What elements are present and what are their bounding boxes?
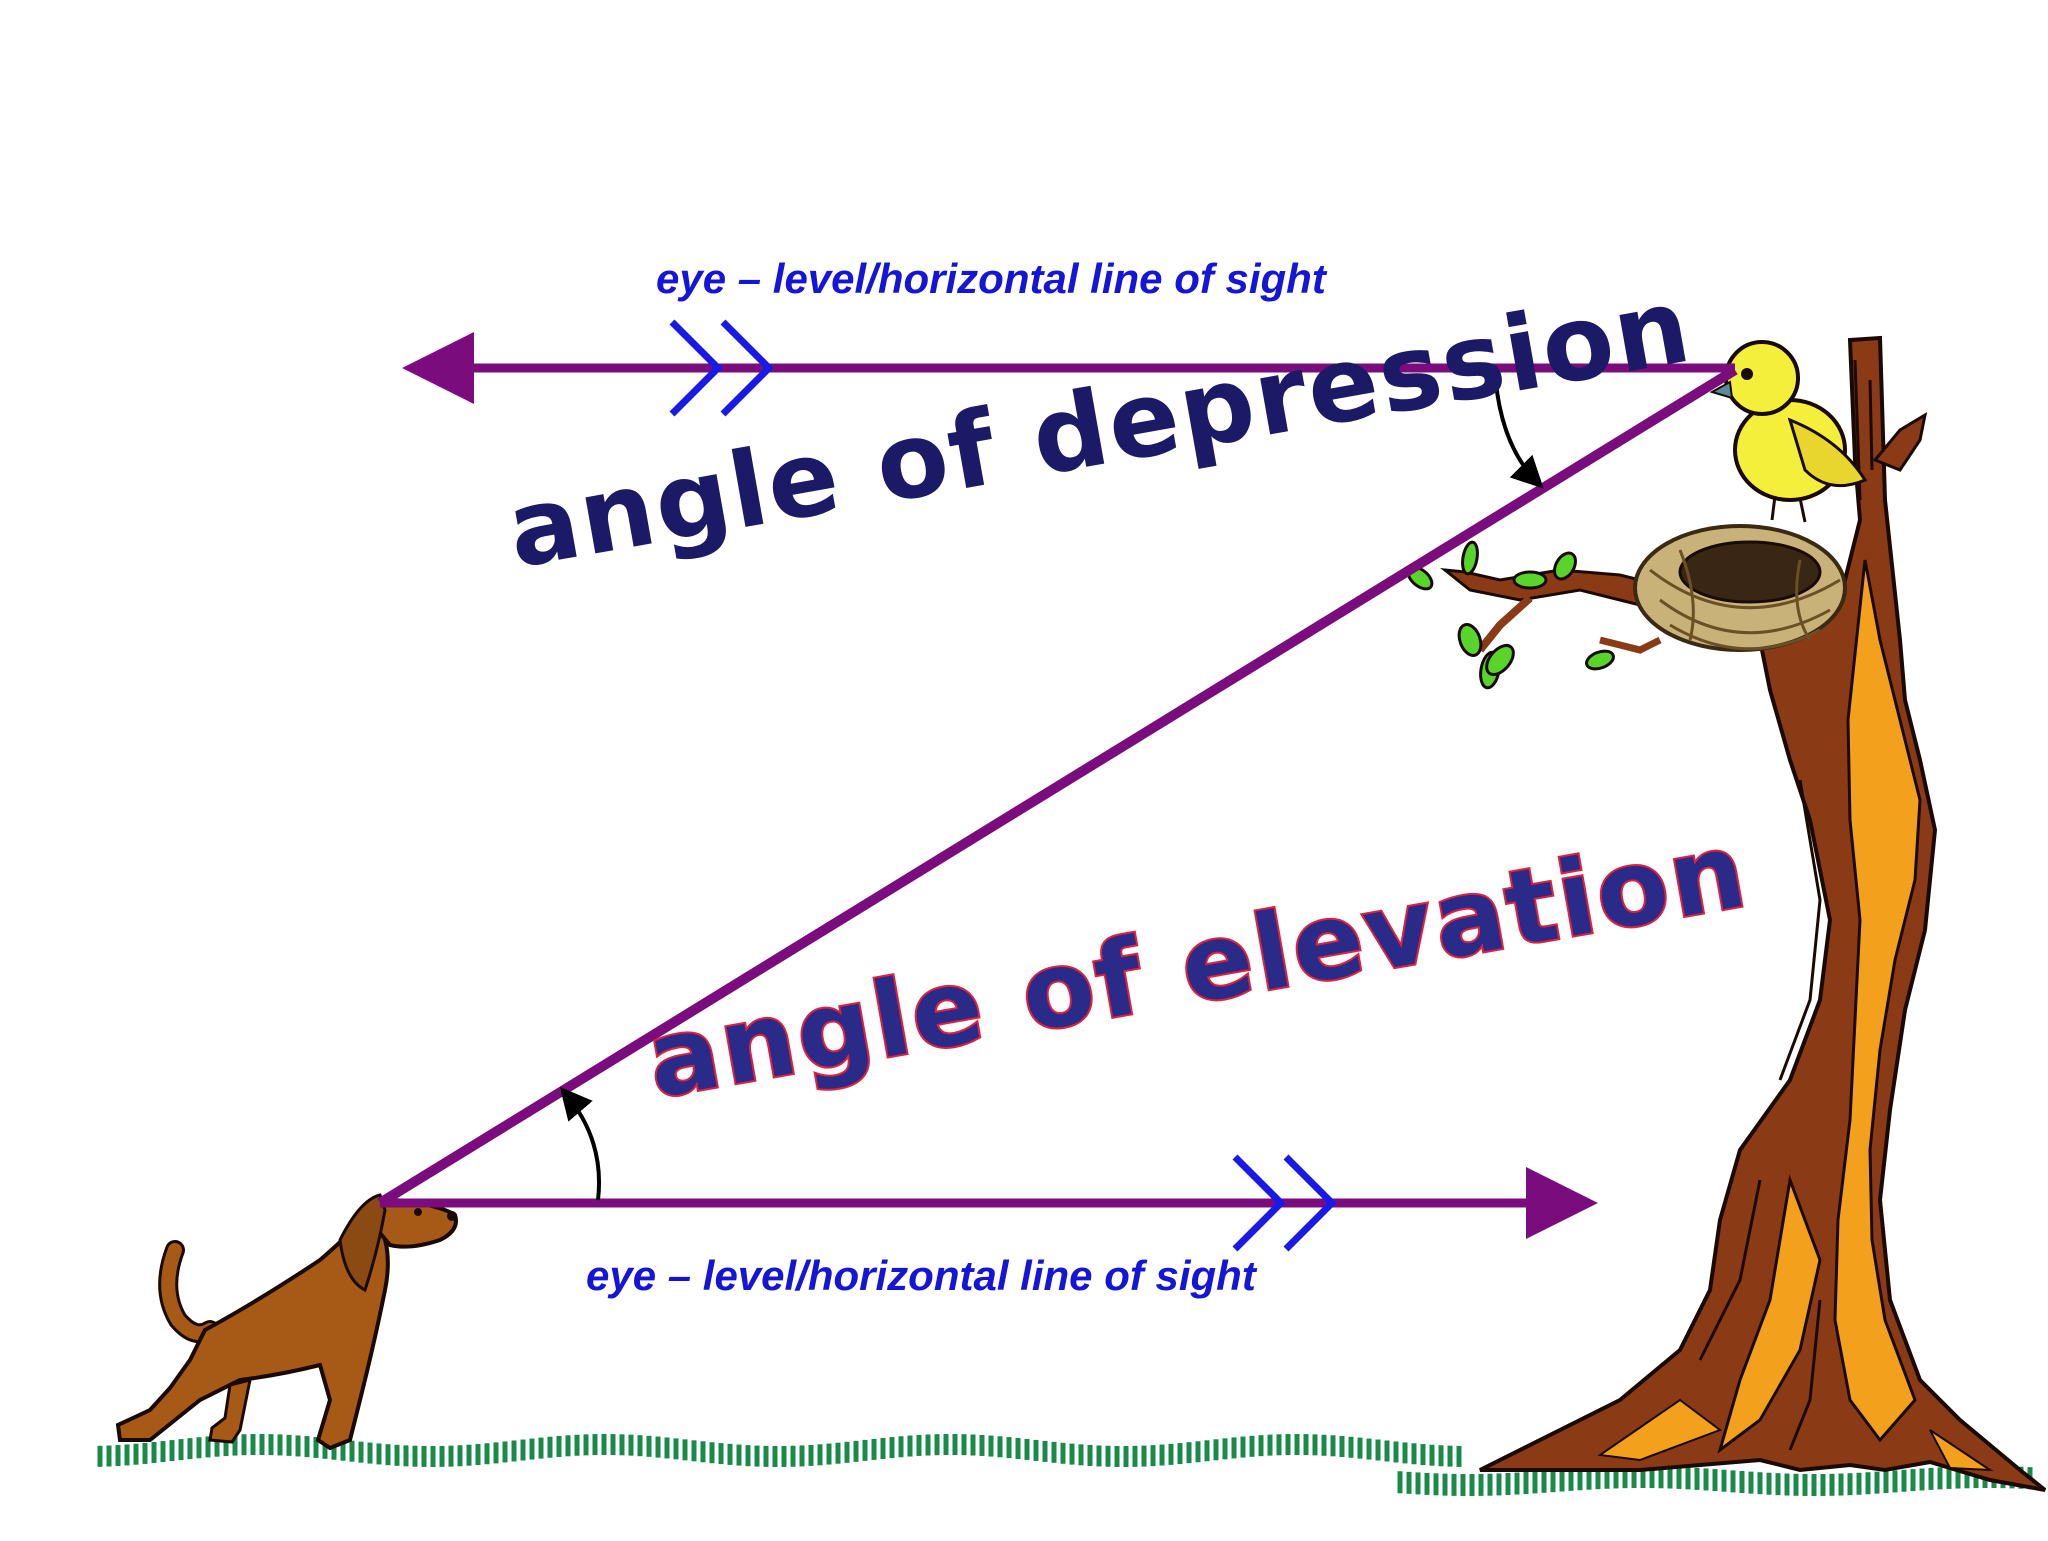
tree-icon — [1440, 335, 2047, 1492]
nest-icon — [1633, 524, 1847, 652]
bird-icon — [1709, 340, 1928, 523]
sight-lines — [377, 332, 1738, 1239]
angle-arc-icon — [559, 371, 1544, 1201]
line-of-sight-hypotenuse — [377, 365, 1738, 1208]
dog-icon — [115, 1193, 458, 1451]
leaf-cluster-icon — [1406, 540, 1615, 690]
top-sight-label: eye – level/horizontal line of sight — [656, 255, 1326, 302]
parallel-marks-icon — [669, 319, 1337, 1252]
bottom-sight-label: eye – level/horizontal line of sight — [586, 1252, 1256, 1299]
